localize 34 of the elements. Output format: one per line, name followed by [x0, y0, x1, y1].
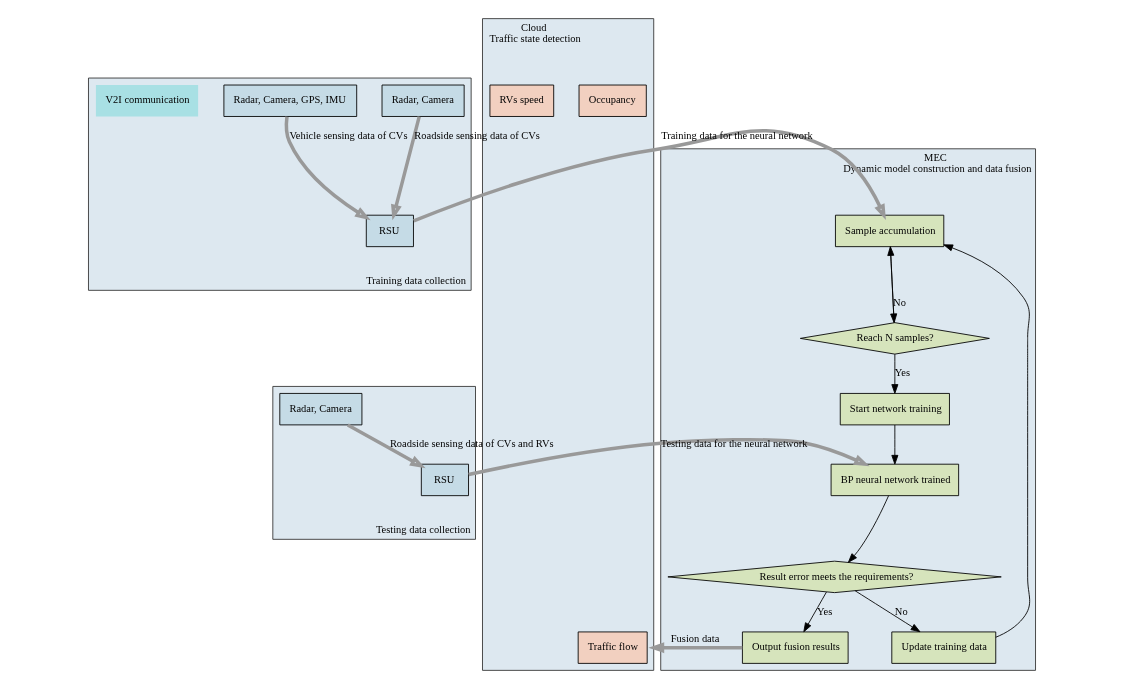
edge-label: Vehicle sensing data of CVs — [288, 129, 407, 141]
node-box: RSU — [365, 214, 414, 248]
arrow — [412, 129, 886, 223]
node-box: RVs speed — [489, 84, 554, 117]
node-box: BP neural network trained — [830, 463, 959, 497]
edge-label: Fusion data — [670, 633, 719, 645]
arrow — [942, 244, 1030, 638]
node-box: Update training data — [890, 631, 996, 664]
edge-label: No — [894, 605, 908, 617]
arrow — [284, 116, 371, 221]
node-box: Output fusion results — [741, 631, 849, 664]
node-box: Radar, Camera, GPS, IMU — [222, 84, 357, 117]
arrow — [647, 642, 742, 654]
arrow — [390, 116, 421, 221]
node-box: Sample accumulation — [834, 214, 944, 248]
node-box: Radar, Camera — [278, 393, 362, 426]
node-box: RSU — [420, 463, 469, 497]
arrow — [854, 590, 920, 633]
arrow — [890, 353, 898, 394]
node-box: Radar, Camera — [381, 84, 465, 117]
node-box: Start network training — [839, 393, 950, 426]
edge-label: Yes — [894, 367, 910, 379]
arrow — [847, 495, 889, 563]
arrow — [346, 423, 426, 469]
node-box: Occupancy — [578, 84, 647, 117]
edge-label: Yes — [816, 605, 832, 617]
edge-label: Testing data for the neural network — [660, 438, 807, 450]
arrow — [802, 591, 827, 633]
arrow — [467, 438, 870, 477]
node-box: Traffic flow — [577, 631, 648, 664]
node-box: V2I communication — [95, 85, 198, 117]
node-diamond: Reach N samples? — [799, 322, 990, 355]
arrow — [890, 424, 898, 465]
node-diamond: Result error meets the requirements? — [666, 560, 1002, 594]
